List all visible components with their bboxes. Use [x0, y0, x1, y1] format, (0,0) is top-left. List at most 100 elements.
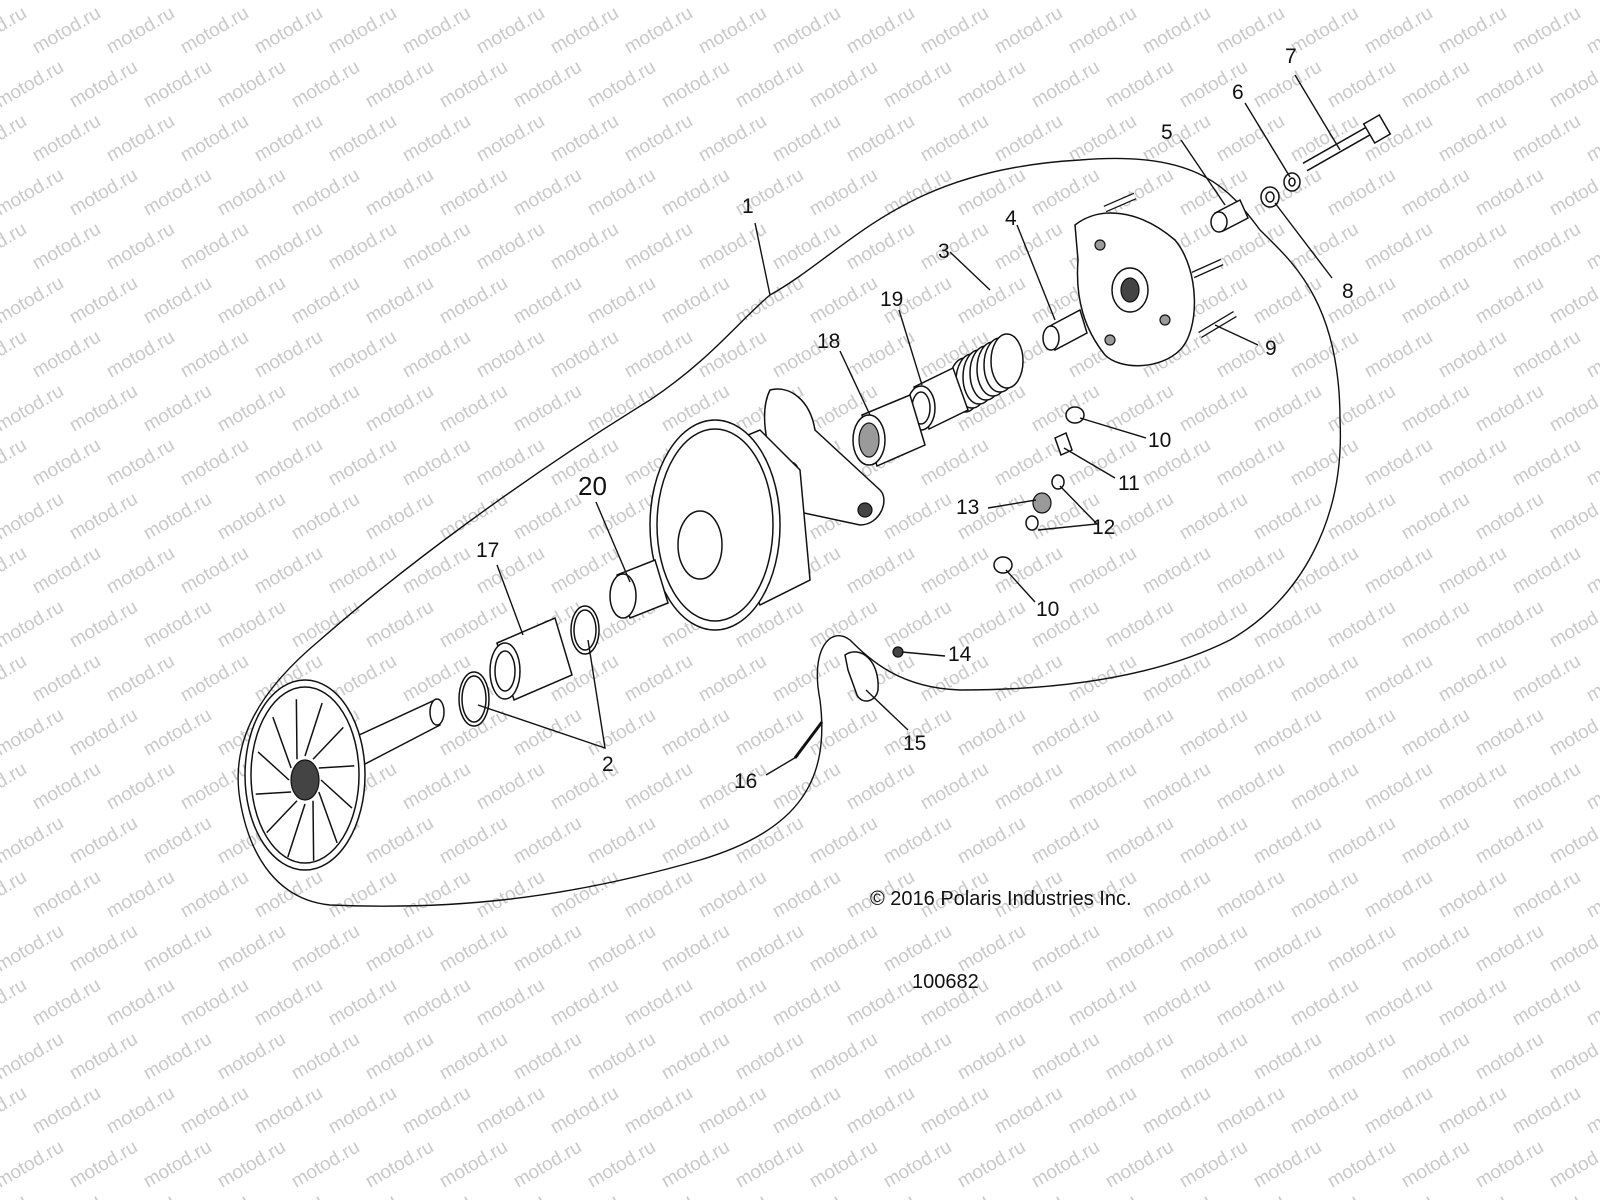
- watermark-text: motod.ru: [1472, 1137, 1547, 1193]
- watermark-text: motod.ru: [1250, 1137, 1325, 1193]
- watermark-text: motod.ru: [880, 0, 955, 4]
- watermark-text: motod.ru: [1102, 597, 1177, 653]
- watermark-text: motod.ru: [658, 813, 733, 869]
- watermark-text: motod.ru: [954, 273, 1029, 329]
- watermark-text: motod.ru: [1250, 597, 1325, 653]
- watermark-text: motod.ru: [1250, 705, 1325, 761]
- fin-line: [312, 800, 315, 861]
- watermark-text: motod.ru: [621, 867, 696, 923]
- watermark-text: motod.ru: [1546, 921, 1600, 977]
- watermark-text: motod.ru: [214, 597, 289, 653]
- watermark-text: motod.ru: [1546, 381, 1600, 437]
- watermark-text: motod.ru: [473, 327, 548, 383]
- watermark-text: motod.ru: [991, 1191, 1066, 1200]
- watermark-text: motod.ru: [1176, 705, 1251, 761]
- watermark-text: motod.ru: [1361, 975, 1436, 1031]
- watermark-text: motod.ru: [991, 975, 1066, 1031]
- watermark-text: motod.ru: [103, 3, 178, 59]
- watermark-text: motod.ru: [66, 165, 141, 221]
- watermark-text: motod.ru: [621, 651, 696, 707]
- watermark-text: motod.ru: [769, 1083, 844, 1139]
- watermark-text: motod.ru: [1472, 0, 1547, 4]
- fixed-sheave: [244, 679, 445, 871]
- callout-15: 15: [903, 732, 926, 755]
- watermark-text: motod.ru: [880, 1137, 955, 1193]
- watermark-text: motod.ru: [695, 867, 770, 923]
- watermark-text: motod.ru: [177, 435, 252, 491]
- watermark-text: motod.ru: [1250, 273, 1325, 329]
- watermark-text: motod.ru: [0, 813, 67, 869]
- watermark-text: motod.ru: [473, 219, 548, 275]
- watermark-text: motod.ru: [806, 597, 881, 653]
- watermark-text: motod.ru: [510, 489, 585, 545]
- watermark-text: motod.ru: [769, 111, 844, 167]
- fin-line: [272, 716, 292, 769]
- watermark-text: motod.ru: [362, 165, 437, 221]
- watermark-text: motod.ru: [658, 57, 733, 113]
- watermark-text: motod.ru: [177, 111, 252, 167]
- watermark-text: motod.ru: [1472, 813, 1547, 869]
- watermark-text: motod.ru: [547, 1191, 622, 1200]
- watermark-text: motod.ru: [66, 0, 141, 4]
- watermark-text: motod.ru: [140, 381, 215, 437]
- watermark-text: motod.ru: [658, 165, 733, 221]
- watermark-text: motod.ru: [621, 1191, 696, 1200]
- watermark-text: motod.ru: [1546, 705, 1600, 761]
- fin-line: [320, 779, 353, 809]
- watermark-text: motod.ru: [954, 705, 1029, 761]
- watermark-text: motod.ru: [1509, 867, 1584, 923]
- watermark-text: motod.ru: [917, 1191, 992, 1200]
- watermark-text: motod.ru: [103, 975, 178, 1031]
- watermark-text: motod.ru: [1324, 165, 1399, 221]
- fin-line: [266, 800, 298, 834]
- watermark-text: motod.ru: [177, 219, 252, 275]
- watermark-text: motod.ru: [103, 759, 178, 815]
- watermark-text: motod.ru: [251, 219, 326, 275]
- watermark-text: motod.ru: [288, 597, 363, 653]
- watermark-text: motod.ru: [362, 597, 437, 653]
- watermark-text: motod.ru: [1250, 381, 1325, 437]
- watermark-text: motod.ru: [1213, 975, 1288, 1031]
- callout-4: 4: [1005, 207, 1017, 230]
- callout-11: 11: [1118, 472, 1140, 495]
- watermark-text: motod.ru: [0, 435, 30, 491]
- watermark-text: motod.ru: [880, 57, 955, 113]
- watermark-text: motod.ru: [547, 1083, 622, 1139]
- watermark-text: motod.ru: [1546, 273, 1600, 329]
- watermark-text: motod.ru: [1509, 543, 1584, 599]
- watermark-text: motod.ru: [1028, 1029, 1103, 1085]
- watermark-text: motod.ru: [362, 273, 437, 329]
- watermark-text: motod.ru: [66, 813, 141, 869]
- watermark-text: motod.ru: [1250, 813, 1325, 869]
- watermark-text: motod.ru: [1509, 759, 1584, 815]
- watermark-text: motod.ru: [0, 597, 67, 653]
- watermark-text: motod.ru: [1398, 57, 1473, 113]
- watermark-text: motod.ru: [103, 435, 178, 491]
- watermark-text: motod.ru: [1361, 219, 1436, 275]
- watermark-text: motod.ru: [510, 1029, 585, 1085]
- watermark-text: motod.ru: [1102, 1029, 1177, 1085]
- watermark-text: motod.ru: [954, 0, 1029, 4]
- watermark-text: motod.ru: [806, 273, 881, 329]
- watermark-text: motod.ru: [1472, 705, 1547, 761]
- copyright-notice: © 2016 Polaris Industries Inc.: [870, 888, 1132, 910]
- watermark-text: motod.ru: [584, 705, 659, 761]
- washer-part-8-hole: [1265, 191, 1275, 203]
- watermark-text: motod.ru: [103, 1191, 178, 1200]
- watermark-text: motod.ru: [1435, 1083, 1510, 1139]
- bolt-part-7: [1302, 113, 1392, 172]
- watermark-text: motod.ru: [769, 1191, 844, 1200]
- callout-10-upper: 10: [1148, 429, 1171, 452]
- watermark-text: motod.ru: [1287, 3, 1362, 59]
- watermark-text: motod.ru: [399, 1191, 474, 1200]
- watermark-text: motod.ru: [1546, 1029, 1600, 1085]
- watermark-text: motod.ru: [66, 1137, 141, 1193]
- watermark-text: motod.ru: [880, 489, 955, 545]
- watermark-text: motod.ru: [399, 327, 474, 383]
- watermark-text: motod.ru: [695, 1191, 770, 1200]
- watermark-text: motod.ru: [1546, 1137, 1600, 1193]
- watermark-text: motod.ru: [510, 273, 585, 329]
- watermark-text: motod.ru: [103, 543, 178, 599]
- watermark-text: motod.ru: [177, 3, 252, 59]
- watermark-text: motod.ru: [621, 975, 696, 1031]
